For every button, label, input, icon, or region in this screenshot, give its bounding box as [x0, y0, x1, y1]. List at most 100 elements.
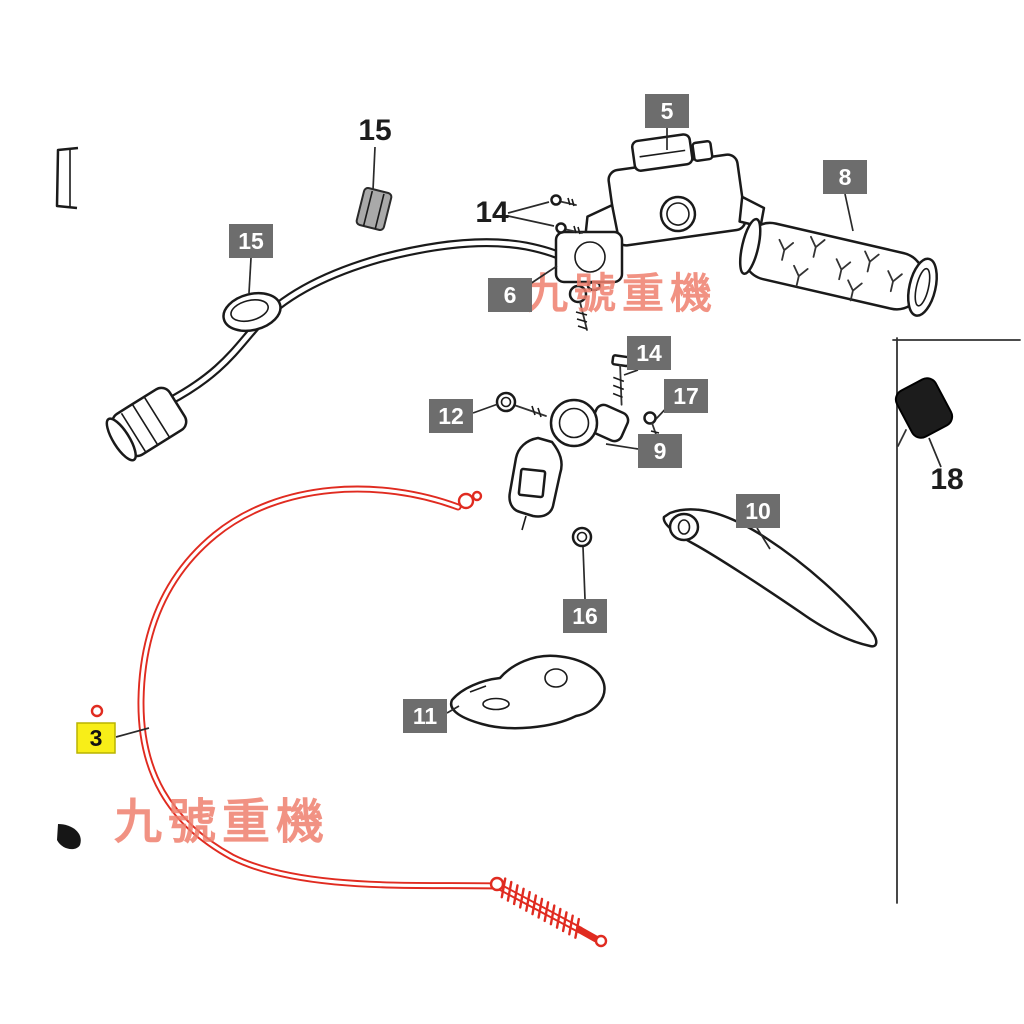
part-label-12: 12	[438, 403, 464, 429]
screws-14-top-art	[550, 194, 583, 235]
bolt-14-art	[611, 354, 631, 406]
screw-a-threads	[567, 197, 575, 207]
part-label-17-box	[664, 379, 708, 413]
bolt-14-shaft	[619, 364, 623, 406]
bolt-12-shaft	[513, 404, 547, 417]
leader-15-top	[372, 146, 376, 191]
harness-cable-inner	[165, 240, 571, 405]
part-label-9: 9	[654, 438, 667, 464]
nut-16-outer	[571, 526, 593, 548]
diagram-section-border	[892, 337, 1021, 904]
lever-art	[662, 508, 878, 648]
cable-run-inner	[139, 487, 500, 888]
part-label-16: 16	[572, 603, 598, 629]
harness-connector	[105, 386, 188, 462]
grip-body	[741, 221, 926, 311]
grip-art	[738, 217, 938, 317]
sight-glass-outer	[659, 195, 697, 233]
part-label-3-box	[76, 722, 116, 754]
part-label-16-box	[563, 599, 607, 633]
bracket-body	[449, 654, 606, 730]
cap-inner	[230, 299, 269, 323]
part-label-5-box	[645, 94, 689, 128]
perch-ring-outer	[549, 398, 599, 448]
part-label-3-group: 3	[76, 722, 116, 754]
bolt-12-head	[495, 391, 517, 413]
bolt-12-head-inner	[500, 396, 512, 408]
part-label-5: 5	[661, 98, 674, 124]
part-label-15-top: 15	[358, 114, 391, 147]
connector-end	[105, 417, 137, 462]
part-18-tail	[897, 429, 907, 447]
rubber-lines	[362, 190, 385, 230]
part-label-11-box	[403, 699, 447, 733]
screw-17-head	[643, 411, 657, 425]
part-label-15-box-group: 15	[229, 224, 273, 258]
part-label-6: 6	[504, 282, 517, 308]
part-label-14-box: 14	[636, 340, 662, 366]
part-label-8-group: 8	[823, 160, 867, 194]
leader-10	[756, 527, 771, 550]
nut-16-inner	[576, 531, 588, 543]
leader-14-top	[507, 201, 555, 227]
perch-ring-inner	[558, 407, 590, 439]
clamp-part-6-art	[554, 230, 624, 284]
master-cylinder-body-group	[583, 133, 766, 252]
part-label-10-group: 10	[736, 494, 780, 528]
lever-pivot-boss	[668, 512, 700, 542]
clutch-cable-art	[90, 485, 608, 948]
part-15-cap-art	[222, 291, 282, 333]
watermark-top: 九號重機	[526, 269, 718, 318]
part-18-art	[894, 377, 954, 447]
part-label-18: 18	[930, 463, 963, 496]
perch-window	[517, 467, 547, 499]
part-label-10: 10	[745, 498, 771, 524]
bolt-head	[568, 284, 588, 304]
leader-14-box	[623, 369, 639, 376]
cable-top-nipple	[471, 490, 483, 502]
part-label-17: 17	[673, 383, 699, 409]
bolt-shaft	[579, 301, 588, 331]
part-label-14-box-group: 14	[627, 336, 671, 370]
perch-art	[508, 398, 630, 531]
connector-ribs	[120, 397, 171, 453]
part-label-14-top: 14	[475, 196, 509, 229]
watermark-bottom: 九號重機	[114, 794, 330, 850]
clamp-bore	[574, 241, 606, 273]
part-label-8-box	[823, 160, 867, 194]
part-label-5-group: 5	[645, 94, 689, 128]
leader-3	[115, 727, 150, 738]
grip-flange	[738, 217, 762, 276]
part-label-17-group: 17	[664, 379, 708, 413]
part-label-9-box	[638, 434, 682, 468]
part-label-11-group: 11	[403, 699, 447, 733]
leader-15-box	[248, 257, 252, 294]
leader-9	[605, 443, 639, 450]
cable-spring-axis-inner	[496, 884, 582, 932]
lever-pivot-hole	[677, 519, 691, 535]
reservoir-cap	[630, 133, 694, 172]
cable-adjuster-dot	[90, 704, 104, 718]
rubber-body	[355, 187, 393, 231]
edge-partial-art-top-left	[55, 146, 79, 210]
mirror-boss	[691, 139, 714, 163]
leader-8	[844, 193, 854, 232]
part-label-15-box: 15	[238, 228, 264, 254]
grip-end-hole	[914, 267, 931, 307]
part-label-9-group: 9	[638, 434, 682, 468]
bolt-12-threads	[531, 405, 542, 418]
cable-spring-seat	[489, 876, 505, 892]
washer	[586, 280, 602, 292]
part-label-16-group: 16	[563, 599, 607, 633]
nut-16-art	[571, 526, 593, 548]
part-label-6-group: 6	[488, 278, 532, 312]
bolt-threads	[575, 311, 588, 330]
banjo-bolt-art	[568, 280, 602, 331]
clamp-body	[554, 230, 624, 284]
part-18-body	[894, 377, 954, 439]
bracket-art	[449, 654, 606, 730]
lever-blade	[662, 508, 878, 648]
leader-16	[582, 546, 586, 600]
leader-lines	[115, 128, 942, 738]
cable-end-fitting	[576, 926, 600, 943]
